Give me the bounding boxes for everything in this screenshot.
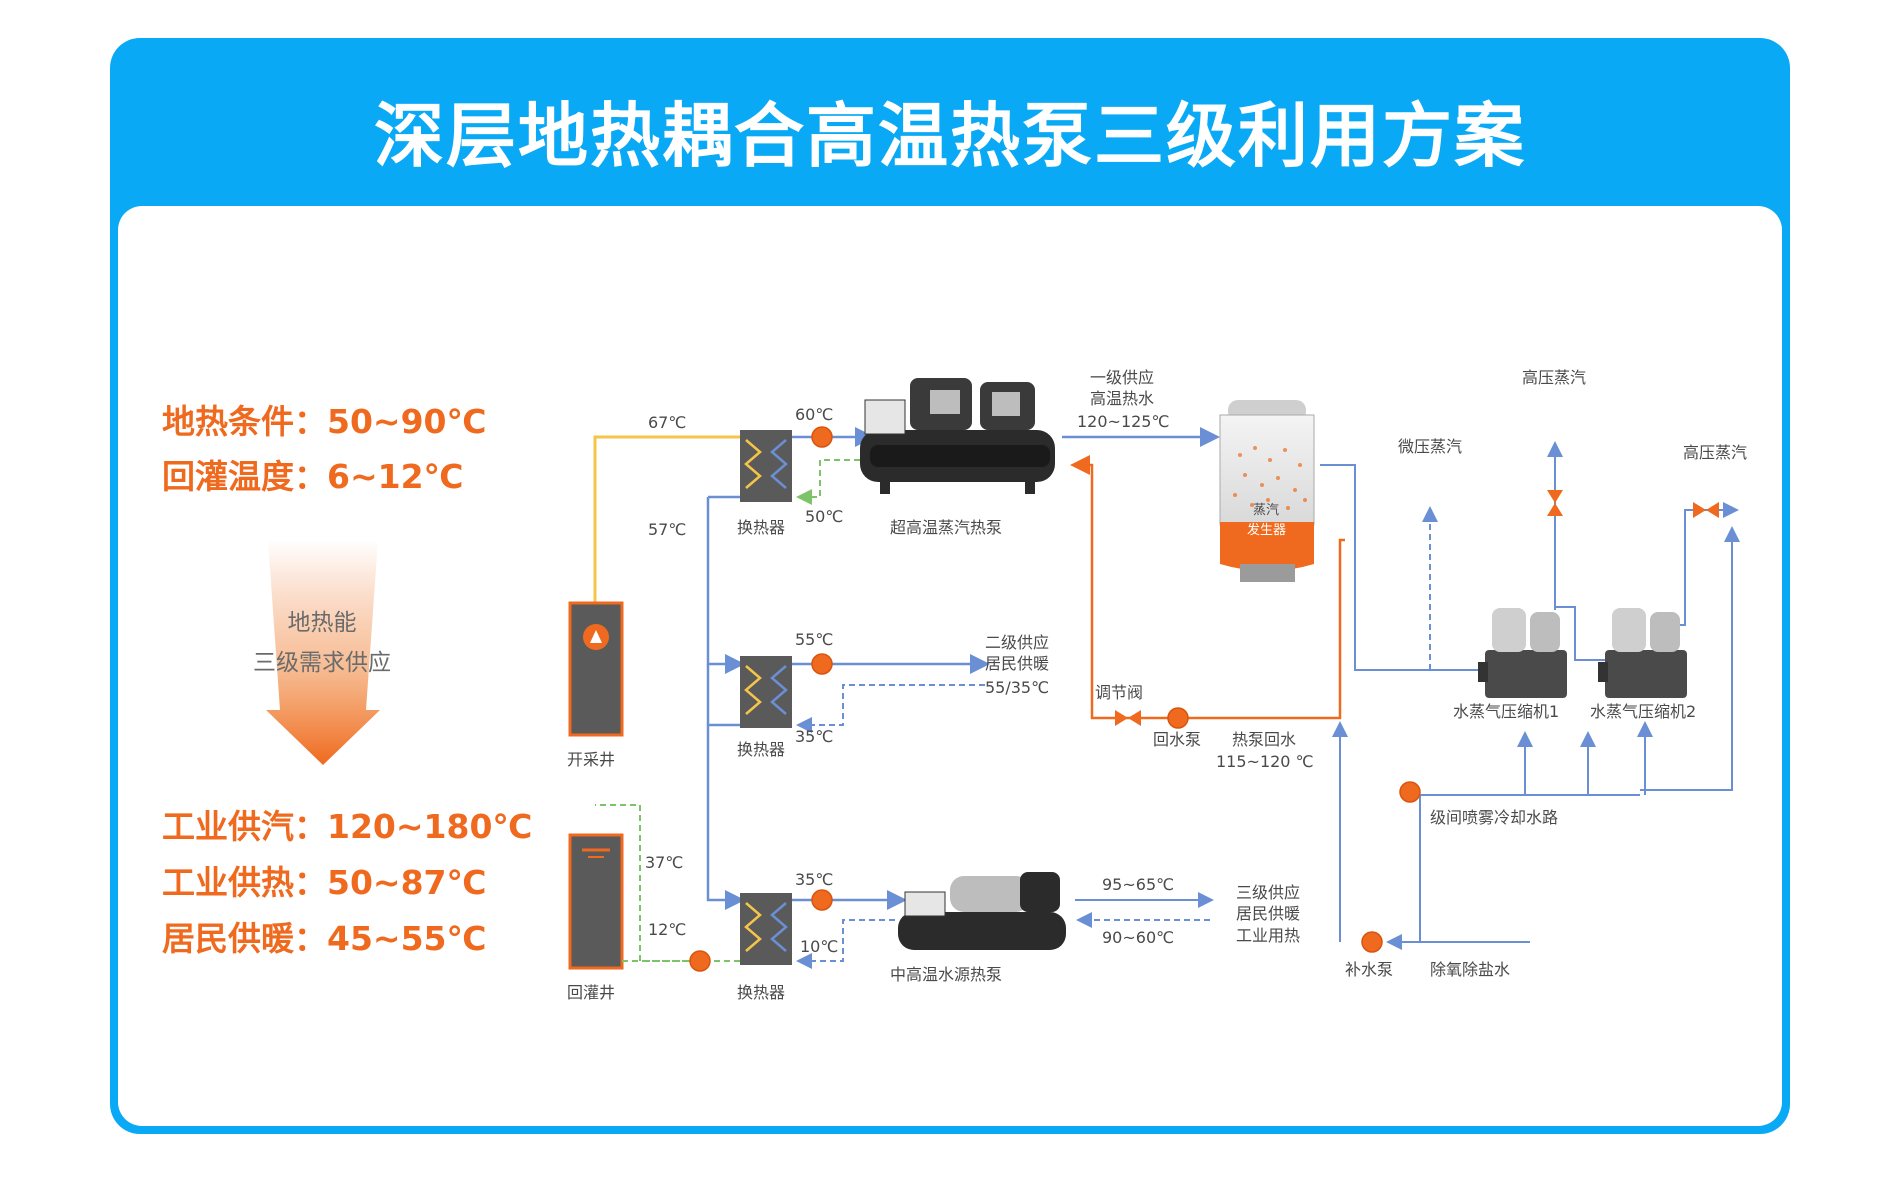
label-comp2: 水蒸气压缩机2: [1590, 702, 1696, 721]
label-r90: 90~60℃: [1102, 928, 1174, 947]
reinjection-well: [568, 833, 700, 970]
down-arrow-icon: [266, 540, 380, 765]
steam-compressor-1: [1478, 608, 1567, 698]
hx3-loop: [792, 890, 1214, 969]
label-t10: 10℃: [800, 937, 838, 956]
label-lp-steam: 微压蒸汽: [1398, 437, 1462, 456]
steam-compressor-2: [1598, 608, 1687, 698]
label-hx1: 换热器: [737, 518, 785, 537]
label-hp-steam-top: 高压蒸汽: [1522, 368, 1586, 387]
label-t50: 50℃: [805, 507, 843, 526]
label-makeup-pump: 补水泵: [1345, 960, 1393, 979]
arrow-label-2: 三级需求供应: [253, 650, 391, 676]
label-t35a: 35℃: [795, 727, 833, 746]
label-supply2-l3: 55/35℃: [985, 678, 1049, 697]
label-hx2: 换热器: [737, 740, 785, 759]
valve-icons: [1115, 490, 1719, 726]
production-well: [568, 601, 624, 737]
label-supply3-l2: 居民供暖: [1236, 904, 1300, 923]
pumps: [689, 426, 1421, 972]
hx1-loop: [792, 427, 875, 505]
stat-industrial-steam: 工业供汽：120~180℃: [162, 807, 533, 846]
label-supply1-l2: 高温热水: [1090, 389, 1154, 408]
label-comp1: 水蒸气压缩机1: [1453, 702, 1559, 721]
label-steam-gen-l2: 发生器: [1247, 522, 1286, 538]
steam-generator: [1219, 400, 1315, 582]
ultra-high-temp-heat-pump: [860, 378, 1055, 494]
label-t35b: 35℃: [795, 870, 833, 889]
label-hp-steam-right: 高压蒸汽: [1683, 443, 1747, 462]
label-r95: 95~65℃: [1102, 875, 1174, 894]
label-well-prod: 开采井: [567, 750, 615, 769]
label-t60: 60℃: [795, 405, 833, 424]
heat-exchanger-2: [740, 656, 792, 728]
label-supply2-l1: 二级供应: [985, 633, 1049, 652]
label-t37: 37℃: [645, 853, 683, 872]
heat-exchanger-3: [740, 893, 792, 965]
label-well-reinj: 回灌井: [567, 983, 615, 1002]
label-hp-return-l2: 115~120 ℃: [1216, 752, 1314, 771]
label-supply1-l1: 一级供应: [1090, 368, 1154, 387]
stat-reinjection-temp: 回灌温度：6~12℃: [162, 457, 464, 496]
label-hx3: 换热器: [737, 983, 785, 1002]
label-supply3-l3: 工业用热: [1236, 926, 1300, 945]
label-t67: 67℃: [648, 413, 686, 432]
stat-industrial-heat: 工业供热：50~87℃: [162, 863, 487, 902]
mid-high-temp-water-source-heat-pump: [898, 872, 1066, 950]
label-return-pump: 回水泵: [1153, 730, 1201, 749]
label-t12: 12℃: [648, 920, 686, 939]
label-spray: 级间喷雾冷却水路: [1430, 808, 1558, 827]
diagram-labels: 67℃ 57℃ 60℃ 50℃ 换热器 超高温蒸汽热泵 一级供应 高温热水 12…: [567, 368, 1747, 1002]
label-hp-return-l1: 热泵回水: [1232, 730, 1296, 749]
label-supply1-l3: 120~125℃: [1077, 412, 1169, 431]
arrow-label-1: 地热能: [287, 610, 357, 636]
label-supply3-l1: 三级供应: [1236, 883, 1300, 902]
label-t55: 55℃: [795, 630, 833, 649]
label-steam-gen-l1: 蒸汽: [1253, 503, 1279, 518]
heat-exchanger-1: [740, 430, 792, 502]
label-hp3: 中高温水源热泵: [890, 965, 1002, 984]
supply1-line: [1062, 427, 1345, 720]
page-title: 深层地热耦合高温热泵三级利用方案: [374, 95, 1526, 177]
stat-geo-condition: 地热条件：50~90℃: [162, 402, 487, 441]
label-valve: 调节阀: [1095, 683, 1143, 702]
label-t57: 57℃: [648, 520, 686, 539]
stat-residential-heat: 居民供暖：45~55℃: [162, 919, 487, 958]
label-deoxy: 除氧除盐水: [1430, 960, 1510, 979]
label-supply2-l2: 居民供暖: [985, 654, 1049, 673]
label-hp1: 超高温蒸汽热泵: [890, 518, 1002, 537]
